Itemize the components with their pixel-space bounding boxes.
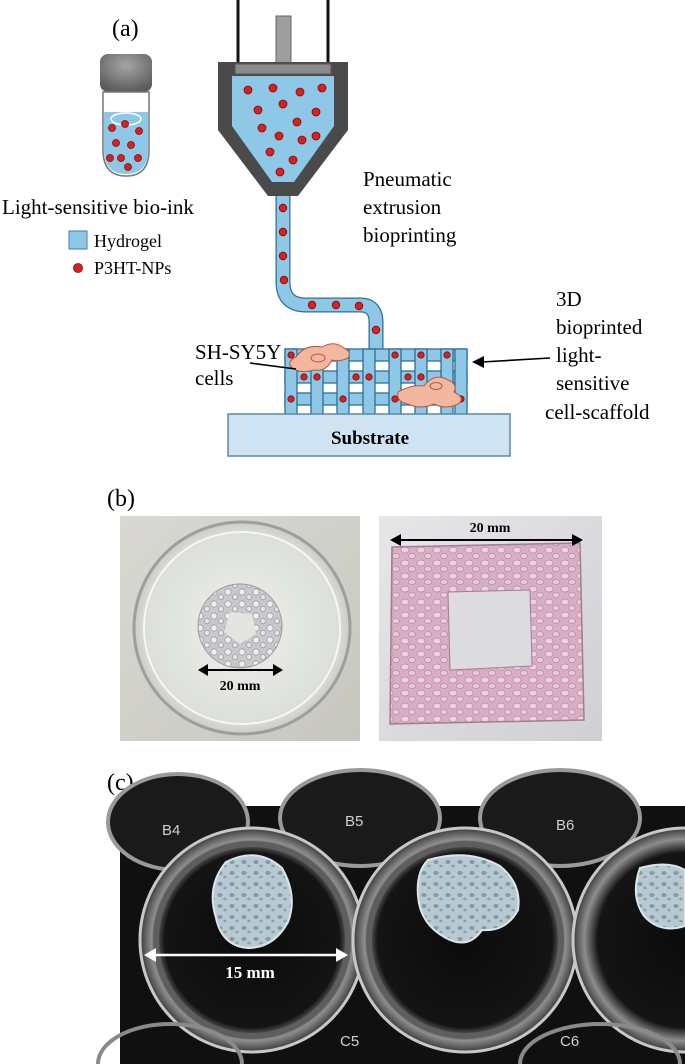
substrate-slab <box>227 413 511 457</box>
panel-a: (a) Light-sensitive bio-ink Hydrogel P3H… <box>2 0 650 457</box>
legend-hydrogel-label: Hydrogel <box>94 231 162 251</box>
well-label-c6: C6 <box>560 1033 579 1050</box>
cells-label-line-1: SH-SY5Y <box>195 340 281 364</box>
left-scale-label: 20 mm <box>220 679 261 694</box>
extrusion-nozzle <box>218 0 348 196</box>
legend-nanoparticle-label: P3HT-NPs <box>94 258 171 278</box>
panel-a-label: (a) <box>112 16 139 42</box>
photo-well-plate: B4 B5 B6 C5 C6 15 mm <box>96 768 685 1064</box>
legend-hydrogel-swatch <box>68 230 88 250</box>
scaffold-label-line-2: bioprinted <box>556 315 643 339</box>
panel-c: (c) B4 B5 B6 C5 <box>96 768 685 1064</box>
vial-nanoparticles <box>106 120 143 171</box>
nozzle-piston <box>275 15 292 65</box>
cell-2 <box>397 376 462 408</box>
vial-cap <box>100 54 152 92</box>
filament-path <box>275 196 384 354</box>
cells-pointer <box>249 362 297 370</box>
scaffold-pointer <box>481 357 551 363</box>
photo-square-scaffold: 20 mm <box>379 516 602 741</box>
well-b5-rim <box>278 768 442 868</box>
scaffold-label-line-3: light- <box>556 343 602 367</box>
ring-center-hole <box>224 612 256 644</box>
cells-label-line-2: cells <box>195 366 233 390</box>
well-label-b5: B5 <box>345 813 363 830</box>
panel-b-label: (b) <box>107 486 135 512</box>
right-scale-label: 20 mm <box>470 521 511 536</box>
bioink-title: Light-sensitive bio-ink <box>2 195 194 219</box>
legend-nanoparticle-marker <box>73 263 83 273</box>
photo-petri-dish: 20 mm <box>120 516 360 741</box>
cell-scaffold <box>284 343 468 416</box>
scaffold-label-line-5: cell-scaffold <box>545 400 650 424</box>
scaffold-disc-right <box>416 854 520 944</box>
well-label-c5: C5 <box>340 1033 359 1050</box>
bioink-vial <box>100 54 152 177</box>
filament-nanoparticles <box>278 203 381 335</box>
scaffold-label-line-4: sensitive <box>556 371 630 395</box>
nozzle-ink-reservoir <box>232 76 334 182</box>
panel-b: (b) 20 mm 20 mm <box>107 486 602 741</box>
substrate-label: Substrate <box>331 428 409 449</box>
square-center-hole <box>447 589 533 671</box>
nozzle-nanoparticles <box>243 83 327 177</box>
nozzle-plunger <box>234 63 332 75</box>
well-label-b4: B4 <box>162 822 180 839</box>
process-line-2: extrusion <box>363 195 442 219</box>
extruded-filament <box>275 196 384 354</box>
process-line-3: bioprinting <box>363 223 457 247</box>
process-line-1: Pneumatic <box>363 167 452 191</box>
scaffold-label-line-1: 3D <box>556 287 582 311</box>
well-label-b6: B6 <box>556 817 574 834</box>
legend: Hydrogel P3HT-NPs <box>68 230 171 278</box>
scaffold-disc-left <box>211 854 293 950</box>
well-scale-label: 15 mm <box>225 963 275 982</box>
